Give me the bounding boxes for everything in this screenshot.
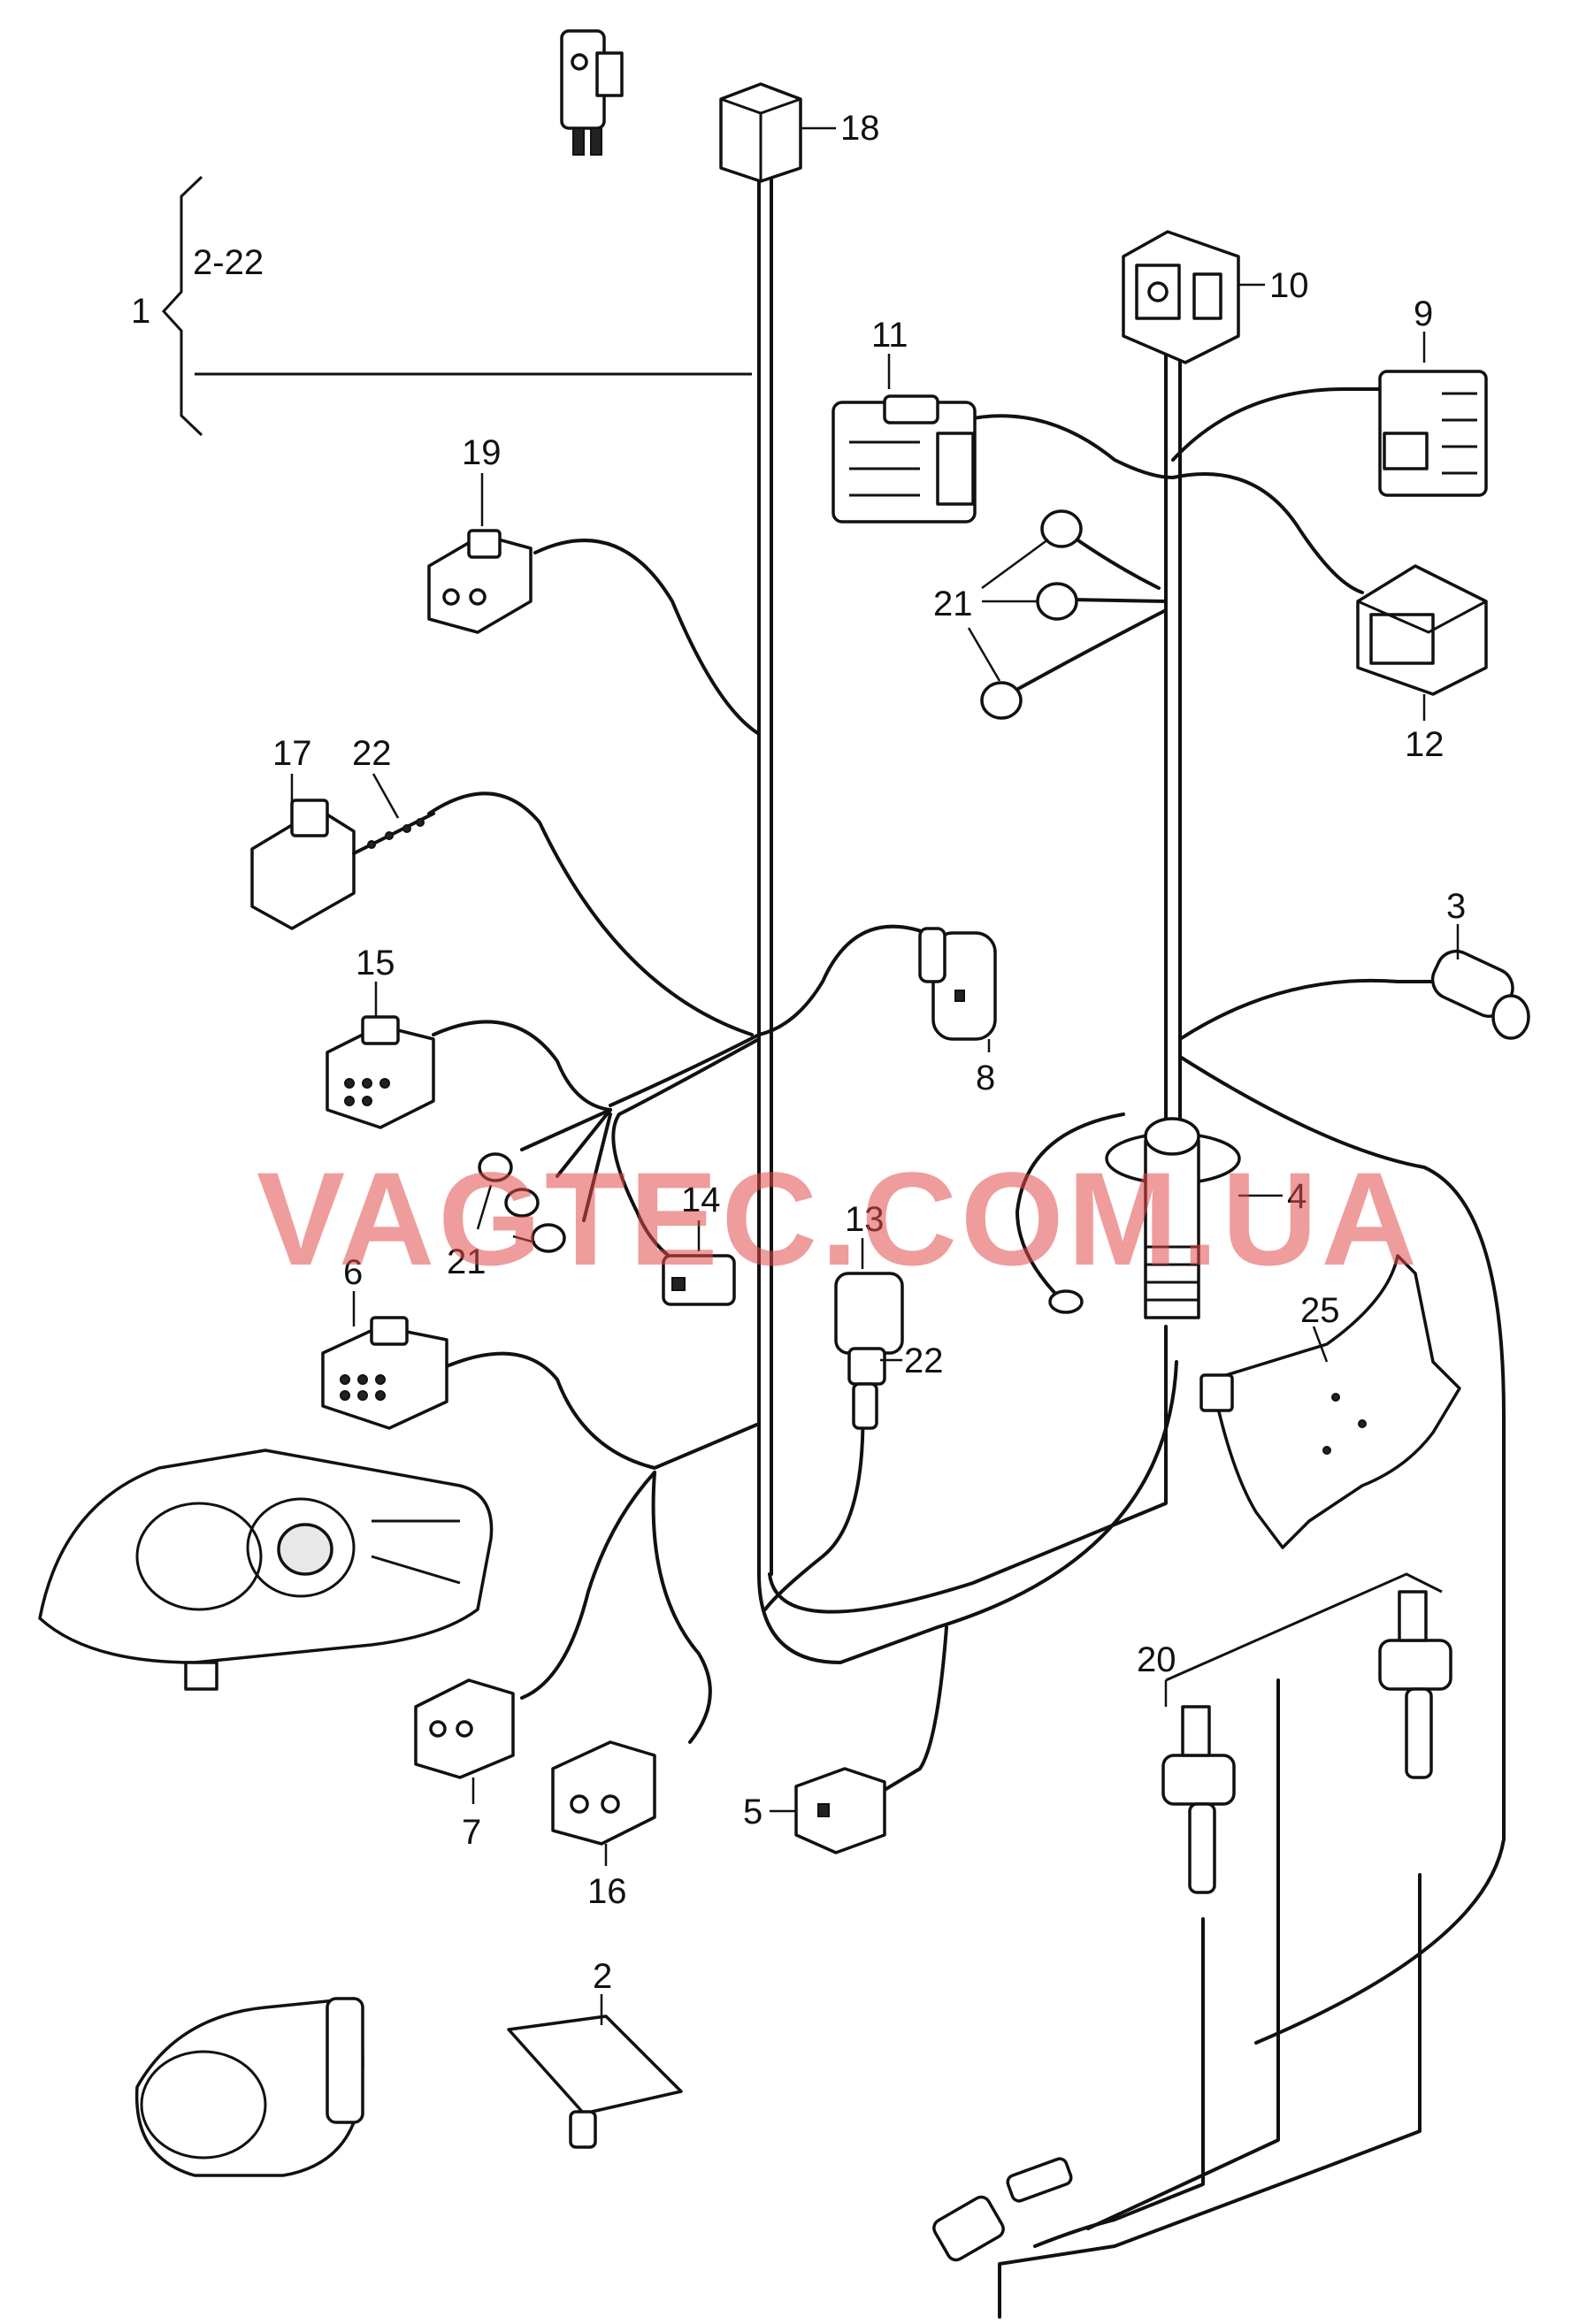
sensor-8: 8 <box>918 927 997 1097</box>
callout-3: 3 <box>1446 887 1466 926</box>
callout-7: 7 <box>462 1813 481 1852</box>
callout-17: 17 <box>272 734 312 773</box>
relay-18: 18 <box>719 82 880 183</box>
connector-5: 5 <box>743 1767 886 1854</box>
group-bracket: 1 2-22 <box>131 175 752 437</box>
callout-13: 13 <box>845 1200 885 1239</box>
callout-8: 8 <box>976 1059 995 1097</box>
callout-15: 15 <box>356 944 395 982</box>
caps-21-lower: 21 <box>447 1152 566 1281</box>
callout-6: 6 <box>343 1253 363 1292</box>
bracket-25: 25 <box>1199 1254 1461 1549</box>
callout-14: 14 <box>681 1181 721 1219</box>
harness-wires <box>427 166 1506 2319</box>
group-label: 1 <box>131 292 150 331</box>
callout-25: 25 <box>1300 1291 1340 1330</box>
connector-9: 9 <box>1378 294 1488 497</box>
socket-12: 12 <box>1356 564 1488 764</box>
fog-lamp <box>134 1997 364 2177</box>
callout-11: 11 <box>871 316 908 355</box>
group-range: 2-22 <box>193 243 264 282</box>
callout-22-lower: 22 <box>904 1342 944 1380</box>
connector-13: 13 22 <box>834 1200 944 1430</box>
connector-11: 11 <box>831 316 977 524</box>
watermark: VAGTEC.COM.UA <box>257 1144 1421 1293</box>
connector-7: 7 <box>414 1678 515 1852</box>
connector-19: 19 <box>427 433 533 634</box>
connector-15: 15 <box>326 944 435 1129</box>
callout-19: 19 <box>462 433 502 472</box>
socket-10: 10 <box>1122 230 1309 364</box>
callout-2: 2 <box>593 1957 612 1996</box>
callout-22-upper: 22 <box>352 734 392 773</box>
callout-16: 16 <box>587 1872 627 1911</box>
connector-6: 6 <box>321 1253 448 1430</box>
callout-5: 5 <box>743 1793 763 1831</box>
grommet-4: 4 <box>1048 1117 1307 1319</box>
connector-17: 17 22 <box>250 734 435 930</box>
callout-21-lower: 21 <box>447 1242 487 1281</box>
caps-21-upper: 21 <box>933 509 1083 720</box>
sensors-20: 20 <box>932 1572 1452 2262</box>
callout-21-upper: 21 <box>933 585 973 623</box>
headlamp <box>38 1449 494 1691</box>
callout-9: 9 <box>1414 294 1433 333</box>
tape-clip-2: 2 <box>507 1957 683 2149</box>
callout-12: 12 <box>1405 725 1445 764</box>
callout-10: 10 <box>1269 266 1309 305</box>
callout-4: 4 <box>1287 1177 1307 1216</box>
callout-20: 20 <box>1137 1640 1176 1679</box>
callout-18: 18 <box>840 109 880 148</box>
top-relay-connector <box>560 29 624 156</box>
sensor-3: 3 <box>1430 887 1530 1040</box>
connector-14: 14 <box>662 1181 736 1306</box>
connector-16: 16 <box>551 1740 656 1911</box>
